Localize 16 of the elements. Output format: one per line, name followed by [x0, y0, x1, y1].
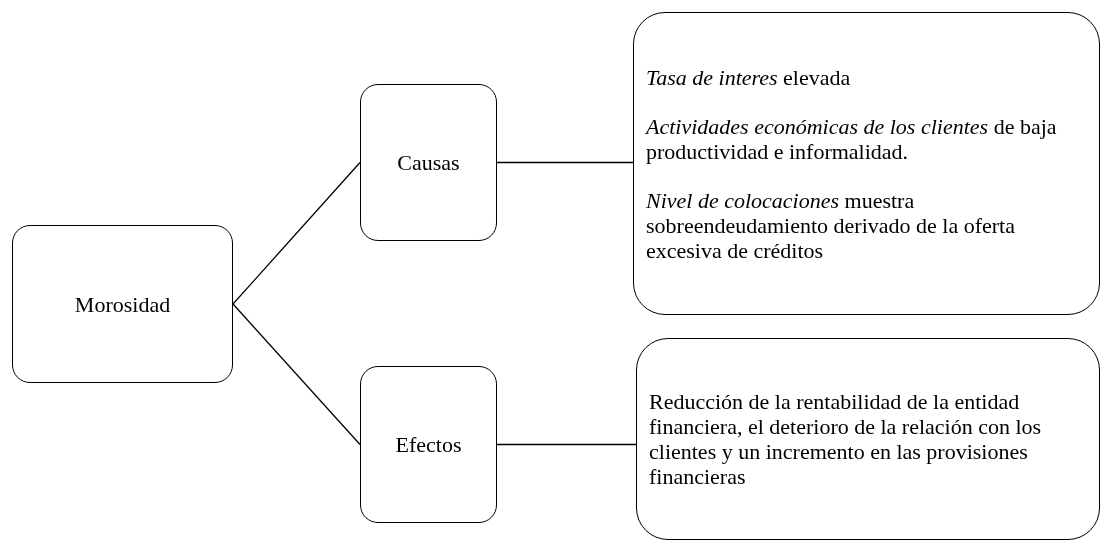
box-text: Reducción de la rentabilidad de la entidad financiera, el deterioro de la relación con los clientes y un incremento en las provisiones financieras	[649, 389, 1043, 489]
rounded-box	[636, 338, 1100, 540]
box-text: Causas	[397, 150, 460, 175]
box-text: Nivel de colocaciones muestra sobreendeudamiento derivado de la oferta excesiva de créditos	[646, 187, 1016, 263]
rounded-box	[12, 225, 233, 383]
box-text: Actividades económicas de los clientes de baja productividad e informalidad.	[646, 113, 1058, 164]
box-text: Tasa de interes elevada	[646, 64, 851, 90]
connector-line	[232, 303, 361, 446]
rounded-box	[360, 84, 497, 241]
rounded-box	[360, 366, 497, 523]
box-text: Morosidad	[74, 291, 171, 317]
connector-line	[496, 161, 634, 164]
box-text: Efectos	[395, 432, 462, 457]
rounded-box	[633, 12, 1100, 315]
connector-line	[496, 443, 637, 446]
connector-line	[232, 161, 361, 305]
